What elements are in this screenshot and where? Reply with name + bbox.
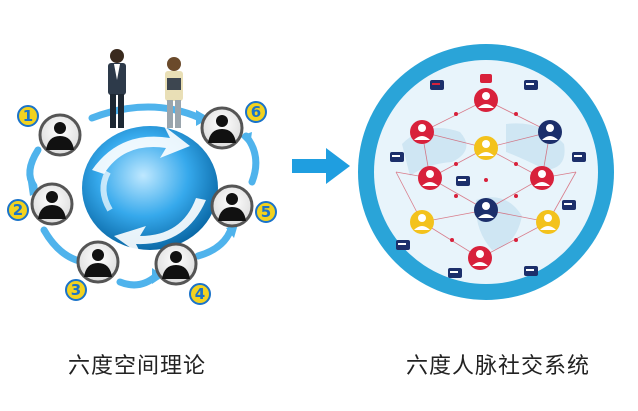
person-node-2 <box>30 182 74 226</box>
avatar-node <box>468 246 492 270</box>
svg-text:2: 2 <box>13 201 23 219</box>
avatar-node <box>538 120 562 144</box>
person-node-1 <box>38 113 82 157</box>
svg-text:1: 1 <box>23 107 33 125</box>
left-caption: 六度空间理论 <box>68 354 207 379</box>
six-degrees-svg: 1 2 3 4 5 6 <box>7 49 277 305</box>
number-badge-1: 1 <box>17 105 39 127</box>
right-caption: 六度人脉社交系统 <box>406 354 591 379</box>
avatar-node <box>536 210 560 234</box>
avatar-node <box>474 136 498 160</box>
svg-text:4: 4 <box>195 285 205 303</box>
number-badge-3: 3 <box>65 279 87 301</box>
number-badge-2: 2 <box>7 199 29 221</box>
network-globe-svg <box>358 44 614 300</box>
number-badge-6: 6 <box>245 101 267 123</box>
network-dots <box>450 112 518 242</box>
social-network-diagram <box>356 40 616 310</box>
globe-icon <box>82 126 218 256</box>
avatar-node <box>410 120 434 144</box>
person-node-5 <box>210 184 254 228</box>
svg-text:6: 6 <box>251 103 261 121</box>
six-degrees-diagram: 1 2 3 4 5 6 <box>0 0 300 340</box>
avatar-node <box>418 166 442 190</box>
avatar-node <box>474 88 498 112</box>
message-icon <box>390 74 586 278</box>
person-node-3 <box>76 240 120 284</box>
svg-text:3: 3 <box>71 281 81 299</box>
avatar-node <box>474 198 498 222</box>
avatar-node <box>410 210 434 234</box>
person-node-6 <box>200 106 244 150</box>
svg-text:5: 5 <box>261 203 271 221</box>
right-arrow-icon <box>292 148 350 184</box>
number-badge-4: 4 <box>189 283 211 305</box>
standing-businessman-icon <box>108 49 126 128</box>
person-node-4 <box>154 242 198 286</box>
avatar-node <box>530 166 554 190</box>
standing-woman-icon <box>165 57 183 128</box>
number-badge-5: 5 <box>255 201 277 223</box>
